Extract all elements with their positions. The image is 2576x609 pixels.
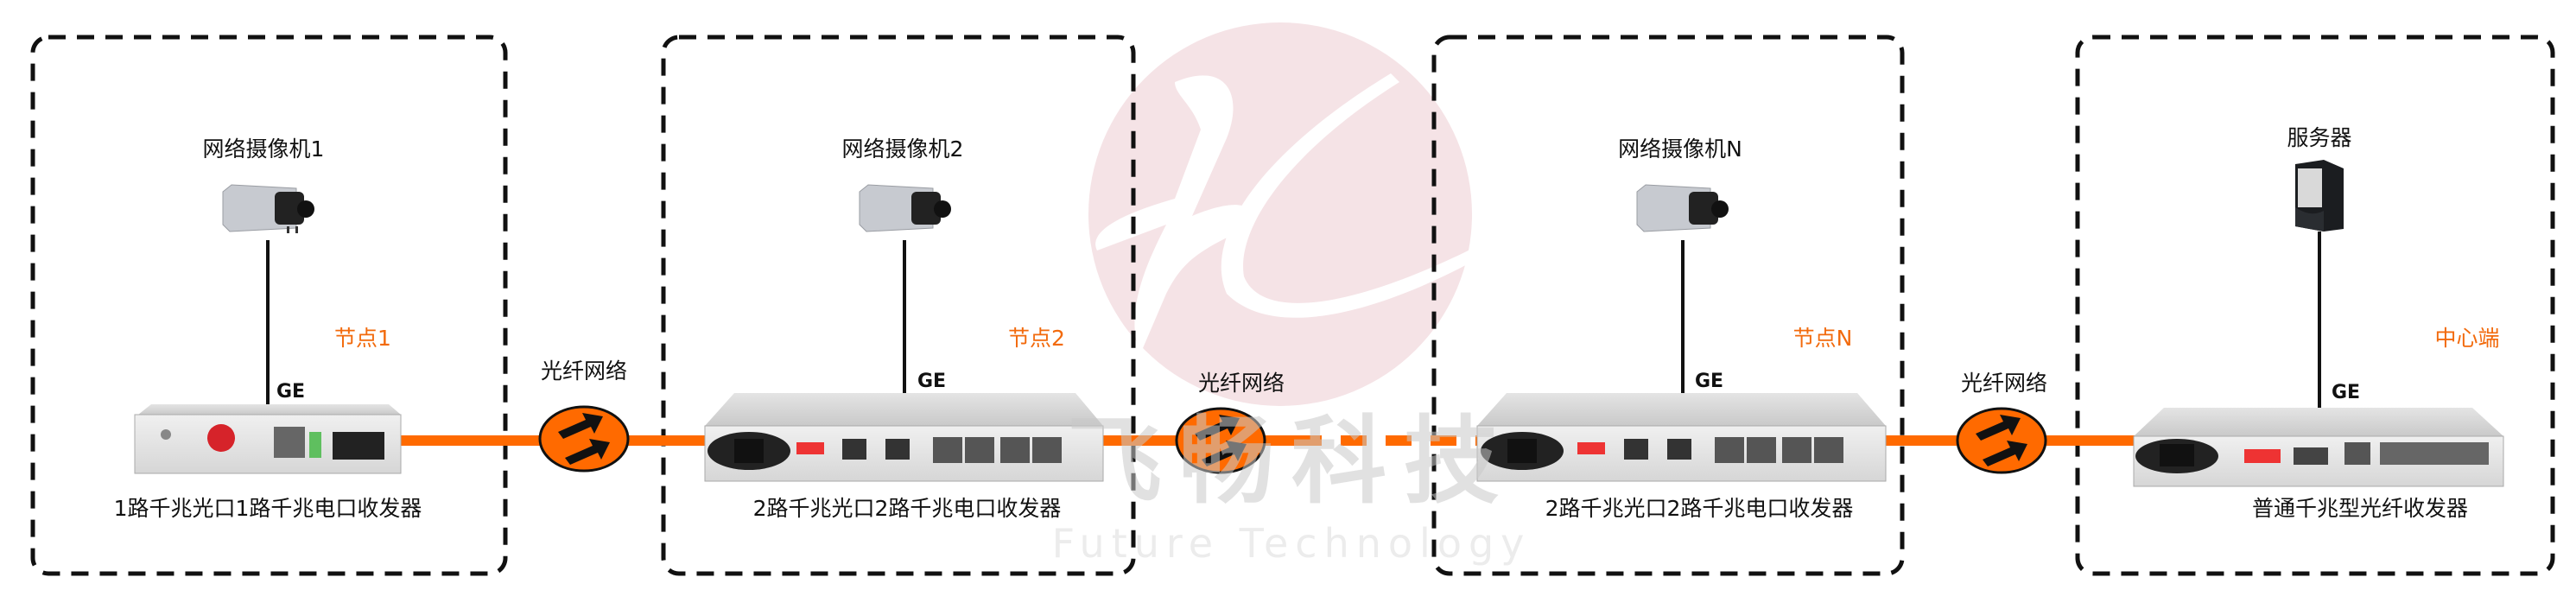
fiber-network-icon: [1956, 407, 2047, 474]
transceiver-device: [2133, 408, 2504, 487]
device-name: 服务器: [2287, 125, 2351, 150]
link-label: GE: [2332, 382, 2360, 403]
node-label: 节点N: [1793, 326, 1853, 351]
camera-icon: [859, 184, 951, 232]
fiber-network-label: 光纤网络: [1198, 371, 1285, 396]
watermark-slogan: Future Technology: [1052, 520, 1532, 567]
watermark-company: 飞畅科技: [1067, 406, 1516, 517]
link-label: GE: [276, 381, 305, 403]
device-name: 网络摄像机N: [1618, 136, 1742, 162]
node-label: 节点1: [334, 326, 391, 351]
transceiver-label: 普通千兆型光纤收发器: [2252, 496, 2468, 521]
transceiver-device: [134, 404, 402, 474]
transceiver-device: [704, 393, 1104, 482]
device-name: 网络摄像机1: [203, 136, 325, 162]
fiber-network-label: 光纤网络: [1961, 371, 2047, 396]
watermark-logo: [1088, 22, 1472, 406]
camera-icon: [222, 184, 314, 233]
device-name: 网络摄像机2: [842, 136, 964, 162]
transceiver-label: 2路千兆光口2路千兆电口收发器: [753, 496, 1062, 521]
node-n-boundary: [1431, 35, 1905, 576]
node-2: 网络摄像机2 GE 节点2 2路千兆光口2路千兆电口收发器: [704, 136, 1104, 521]
transceiver-label: 1路千兆光口1路千兆电口收发器: [114, 496, 422, 521]
link-label: GE: [1695, 371, 1723, 392]
transceiver-device: [1476, 393, 1887, 482]
transceiver-label: 2路千兆光口2路千兆电口收发器: [1545, 496, 1854, 521]
node-n: 网络摄像机N GE 节点N 2路千兆光口2路千兆电口收发器: [1476, 136, 1887, 521]
fiber-network-label: 光纤网络: [541, 358, 627, 384]
node-1-boundary: [30, 35, 508, 576]
camera-icon: [1636, 184, 1729, 232]
node-label: 中心端: [2434, 326, 2499, 351]
fiber-network-icon: [1175, 407, 1266, 474]
center-node: 服务器 GE 中心端 普通千兆型光纤收发器: [2133, 125, 2504, 521]
fiber-network-2: 光纤网络: [1175, 371, 1285, 474]
watermark: Future Technology: [1052, 22, 1532, 567]
server-icon: [2295, 160, 2344, 232]
link-label: GE: [917, 371, 946, 392]
center-boundary: [2075, 35, 2555, 576]
fiber-network-icon: [538, 405, 630, 473]
fiber-network-3: 光纤网络: [1956, 371, 2047, 474]
node-1: 网络摄像机1 GE 节点1 1路千兆光口1路千兆电口收发器: [114, 136, 422, 521]
fiber-network-1: 光纤网络: [538, 358, 630, 473]
node-2-boundary: [661, 35, 1136, 576]
node-label: 节点2: [1008, 326, 1065, 351]
